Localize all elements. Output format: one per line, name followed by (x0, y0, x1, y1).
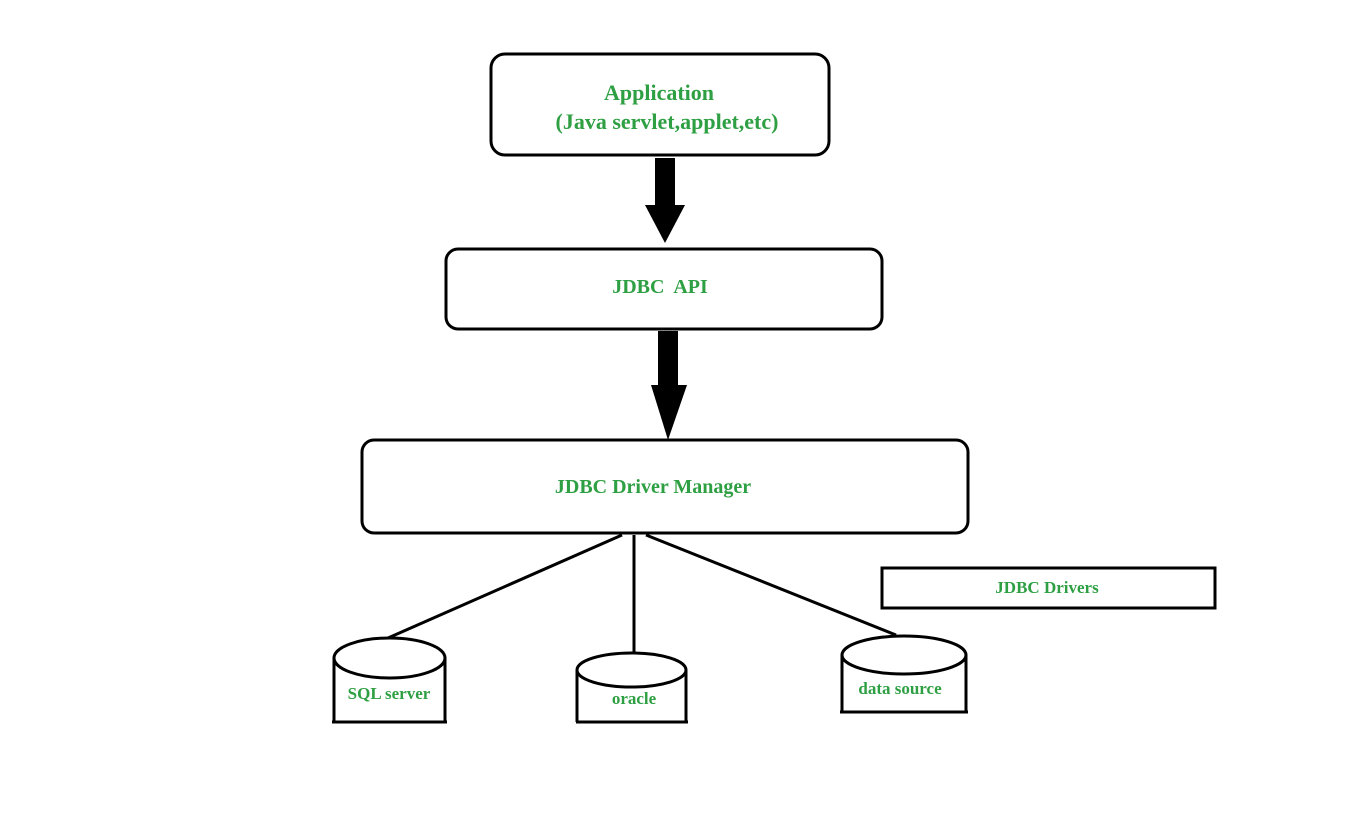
database-data-source: data source (840, 634, 968, 714)
arrow-api-to-driver-manager (651, 331, 687, 440)
arrow-application-to-api (645, 158, 685, 243)
cylinder-body (332, 658, 447, 724)
database-label: data source (858, 679, 942, 698)
cylinder-top (332, 636, 447, 680)
database-oracle: oracle (575, 651, 688, 724)
jdbc-api-label: JDBC API (612, 276, 708, 298)
jdbc-drivers-box (880, 566, 1217, 610)
driver-manager-node: JDBC Driver Manager (360, 438, 970, 535)
arrow-shaft (658, 331, 678, 386)
cylinder-body (575, 670, 688, 724)
cylinder-body (840, 655, 968, 714)
driver-manager-label: JDBC Driver Manager (555, 476, 751, 498)
database-label: SQL server (348, 684, 431, 703)
cylinder-top (575, 651, 688, 689)
database-sql-server: SQL server (332, 636, 447, 724)
arrow-shaft (655, 158, 675, 206)
application-node: Application (Java servlet,applet,etc) (489, 52, 831, 157)
cylinder-top (840, 634, 968, 676)
jdbc-api-node: JDBC API (444, 247, 884, 331)
connector-to-data-source (645, 533, 897, 637)
jdbc-drivers-node: JDBC Drivers (880, 566, 1217, 610)
application-title: Application (604, 80, 714, 105)
application-subtitle: (Java servlet,applet,etc) (556, 109, 779, 134)
jdbc-api-box (444, 247, 884, 331)
driver-connectors (387, 533, 897, 653)
application-box (489, 52, 831, 157)
arrow-head (645, 205, 685, 243)
driver-manager-box (360, 438, 970, 535)
connector-to-sql-server (387, 533, 623, 640)
jdbc-drivers-label: JDBC Drivers (995, 578, 1099, 597)
arrow-head (651, 385, 687, 440)
database-label: oracle (612, 689, 657, 708)
